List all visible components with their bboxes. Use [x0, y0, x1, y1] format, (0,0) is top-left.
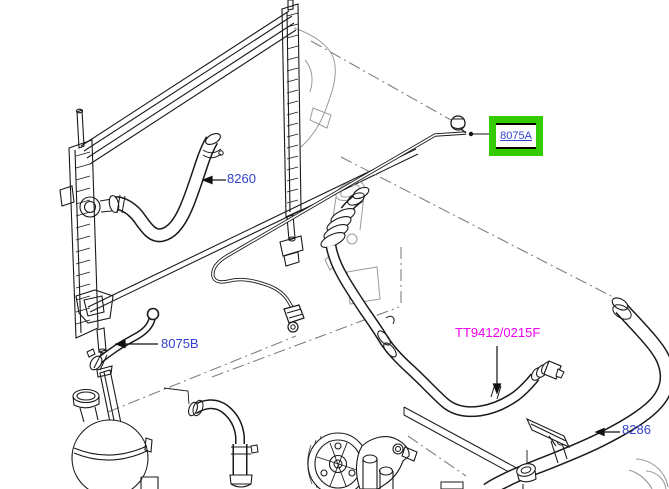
port-cap	[516, 463, 537, 489]
radiator-side-bracket	[59, 185, 75, 207]
lower-hose-tt9412	[320, 186, 565, 418]
centerline-c1	[107, 335, 297, 413]
highlight-box-8075a: 8075A	[489, 116, 543, 156]
radiator	[59, 0, 419, 354]
radiator-top-pin	[76, 109, 85, 149]
hose-clamp	[383, 342, 397, 358]
arrowhead-8286	[594, 427, 605, 437]
leader-lines	[114, 131, 620, 437]
arrowhead-8260	[201, 175, 213, 185]
part-label-8075a[interactable]: 8075A	[500, 130, 532, 142]
aux-pulley-gray	[628, 458, 669, 489]
hose-open-end	[205, 132, 221, 146]
tank-seam	[73, 445, 148, 461]
radiator-bottom-frame	[87, 148, 419, 313]
callout-label-tt9412: TT9412/0215F	[455, 325, 541, 340]
water-pump	[307, 432, 418, 489]
overflow-pipe-8075a	[211, 115, 467, 333]
part-label-frame-8075a: 8075A	[496, 123, 536, 149]
elbow-hose	[163, 387, 259, 488]
mount-plate	[440, 481, 464, 489]
centerlines	[107, 40, 616, 477]
hose-bracket	[525, 417, 571, 449]
centerline-a	[310, 40, 452, 121]
radiator-right-frame	[281, 3, 302, 218]
hose-flare	[229, 474, 253, 488]
engine-outline	[293, 27, 336, 148]
expansion-tank	[71, 365, 159, 489]
centerline-d	[407, 435, 467, 477]
radiator-top-frame	[80, 10, 297, 165]
bracket-arm	[403, 406, 525, 479]
heater-hose-8286	[403, 297, 669, 489]
radiator-bottom-pin	[96, 327, 107, 353]
degas-hose-8075b	[86, 307, 160, 371]
centerline-c2	[211, 306, 400, 378]
arrowhead-8075b	[114, 339, 126, 349]
radiator-port	[79, 196, 101, 218]
bracket-plate	[140, 476, 159, 489]
leader-dot-8075a	[468, 131, 474, 137]
hose-clamp	[231, 444, 259, 455]
radiator-bottom-bracket	[75, 289, 114, 324]
part-label-8260[interactable]: 8260	[227, 171, 256, 186]
radiator-left-tank	[68, 139, 99, 339]
upper-hose-8260	[108, 132, 224, 243]
part-label-8075b[interactable]: 8075B	[161, 336, 199, 351]
hose-bellows	[320, 208, 356, 248]
centerline-b	[340, 156, 616, 299]
pipe-upper-fitting	[450, 115, 467, 134]
part-label-8286[interactable]: 8286	[622, 422, 651, 437]
tank-cap	[72, 388, 100, 409]
pump-body	[355, 436, 410, 489]
hose-end-connector	[530, 360, 565, 381]
arrowhead-tt9412	[492, 383, 502, 395]
hose-ring-end	[146, 307, 160, 321]
quick-connector	[283, 304, 305, 324]
